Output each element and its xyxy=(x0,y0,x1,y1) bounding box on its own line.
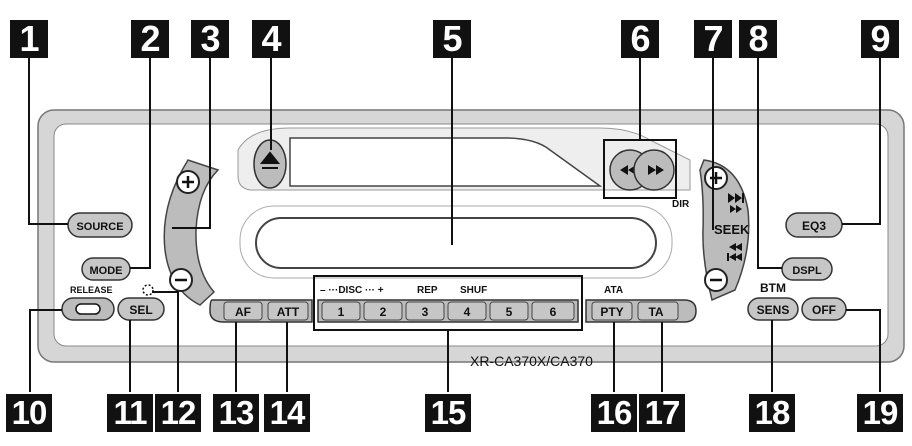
off-label: OFF xyxy=(812,303,836,317)
callout-1: 1 xyxy=(10,20,48,58)
source-label: SOURCE xyxy=(76,221,123,233)
preset-button-3[interactable]: 3 xyxy=(405,301,445,321)
af-label: AF xyxy=(235,305,251,319)
preset-button-5[interactable]: 5 xyxy=(489,301,529,321)
att-label: ATT xyxy=(277,305,300,319)
next-track-icon xyxy=(728,193,744,213)
sel-label: SEL xyxy=(129,303,152,317)
callout-3: 3 xyxy=(191,20,229,58)
seek-plus-button[interactable] xyxy=(704,166,728,190)
mode-label: MODE xyxy=(90,265,123,277)
volume-minus-button[interactable] xyxy=(169,268,193,292)
preset-label: 3 xyxy=(422,305,429,319)
preset-label: 4 xyxy=(464,305,471,319)
btm-label: BTM xyxy=(760,281,786,295)
preset-label: 5 xyxy=(506,305,513,319)
display-lower-frame xyxy=(239,205,673,279)
callout-15: 15 xyxy=(425,394,471,432)
eq3-label: EQ3 xyxy=(802,219,826,233)
callout-11: 11 xyxy=(107,394,153,432)
plus-icon xyxy=(182,176,194,188)
preset-button-1[interactable]: 1 xyxy=(321,301,361,321)
att-button[interactable]: ATT xyxy=(267,301,309,321)
source-button[interactable]: SOURCE xyxy=(67,212,133,238)
callout-5: 5 xyxy=(433,20,471,58)
seek-minus-button[interactable] xyxy=(704,268,728,292)
rewind-icon xyxy=(620,165,636,175)
preset-button-4[interactable]: 4 xyxy=(447,301,487,321)
callout-8: 8 xyxy=(739,20,777,58)
receptor-indicator xyxy=(142,284,154,296)
sens-label: SENS xyxy=(757,303,790,317)
callout-14: 14 xyxy=(264,394,310,432)
callout-18: 18 xyxy=(749,394,795,432)
dir-label: DIR xyxy=(672,199,690,210)
preset-button-6[interactable]: 6 xyxy=(531,301,575,321)
seek-label: SEEK xyxy=(714,222,750,237)
prev-track-icon xyxy=(727,243,742,261)
model-label: XR-CA370X/CA370 xyxy=(470,353,593,369)
callout-13: 13 xyxy=(213,394,259,432)
preset-label: 6 xyxy=(550,305,557,319)
sens-button[interactable]: SENS xyxy=(747,297,799,321)
callout-12: 12 xyxy=(155,394,201,432)
af-button[interactable]: AF xyxy=(223,301,263,321)
mode-button[interactable]: MODE xyxy=(81,257,131,281)
callout-10: 10 xyxy=(6,394,52,432)
ta-button[interactable]: TA xyxy=(637,301,679,321)
fast-forward-button[interactable] xyxy=(633,149,675,191)
rep-label: REP xyxy=(417,285,438,296)
display-window-upper xyxy=(289,137,603,187)
preset-button-2[interactable]: 2 xyxy=(363,301,403,321)
callout-4: 4 xyxy=(252,20,290,58)
eject-icon xyxy=(259,151,281,169)
preset-label: 2 xyxy=(380,305,387,319)
callout-7: 7 xyxy=(694,20,732,58)
callout-9: 9 xyxy=(861,20,899,58)
dspl-label: DSPL xyxy=(792,265,822,277)
main-display xyxy=(255,217,657,269)
release-button[interactable] xyxy=(61,297,115,321)
pty-button[interactable]: PTY xyxy=(591,301,633,321)
callout-16: 16 xyxy=(591,394,637,432)
ta-label: TA xyxy=(648,305,663,319)
sel-button[interactable]: SEL xyxy=(117,297,165,321)
ata-label: ATA xyxy=(604,285,623,296)
eq3-button[interactable]: EQ3 xyxy=(785,212,843,238)
callout-17: 17 xyxy=(639,394,685,432)
callout-2: 2 xyxy=(131,20,169,58)
dspl-button[interactable]: DSPL xyxy=(781,257,833,281)
leader-lines xyxy=(28,58,881,392)
fast-forward-icon xyxy=(648,165,664,175)
callout-19: 19 xyxy=(857,394,903,432)
volume-plus-button[interactable] xyxy=(176,170,200,194)
pty-label: PTY xyxy=(600,305,623,319)
off-button[interactable]: OFF xyxy=(801,297,847,321)
preset-buttons: 1 2 3 4 5 6 xyxy=(317,299,579,323)
shuf-label: SHUF xyxy=(460,285,487,296)
disc-label: – ···DISC ··· + xyxy=(320,285,384,296)
preset-label: 1 xyxy=(338,305,345,319)
callout-6: 6 xyxy=(621,20,659,58)
release-label: RELEASE xyxy=(70,285,113,295)
